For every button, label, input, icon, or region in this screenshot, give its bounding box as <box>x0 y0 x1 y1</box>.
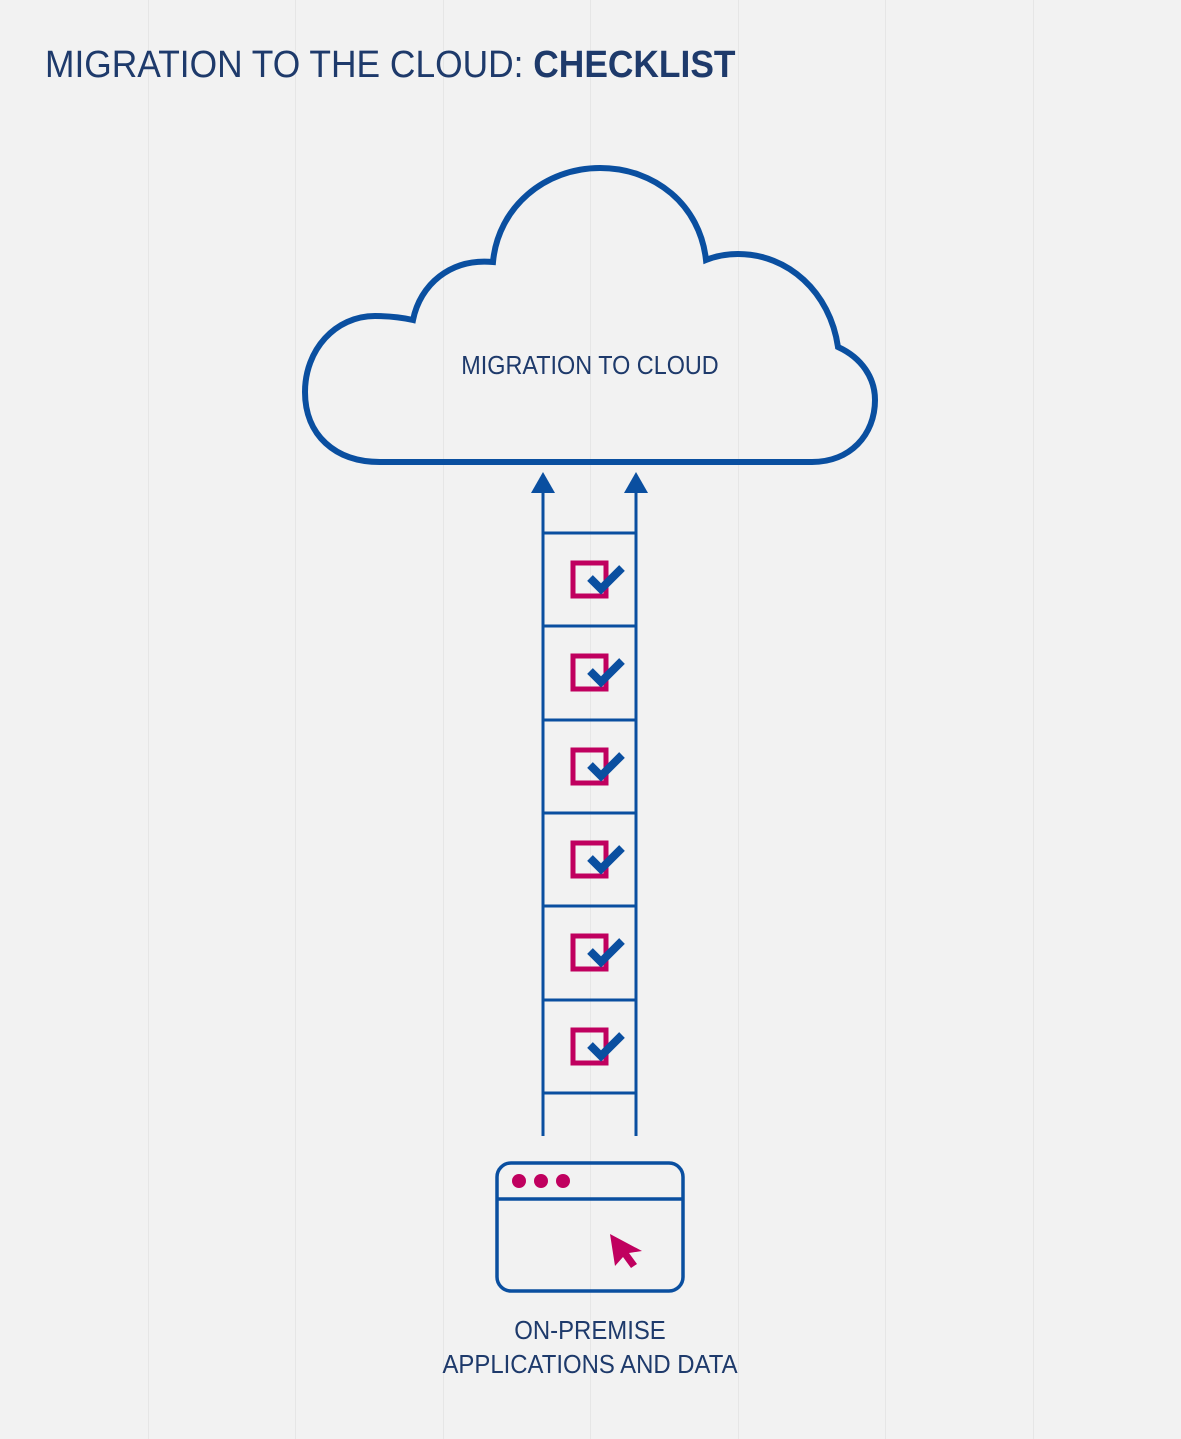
checked-checkbox-icon <box>570 747 625 786</box>
up-arrow-icon <box>624 472 648 493</box>
window-dot-icon <box>556 1174 570 1188</box>
gridline <box>148 0 149 1439</box>
cloud-label: MIGRATION TO CLOUD <box>461 350 719 380</box>
cloud-icon <box>301 164 879 465</box>
checked-checkbox-icon <box>570 840 625 879</box>
gridline <box>443 0 444 1439</box>
gridline <box>738 0 739 1439</box>
window-dot-icon <box>534 1174 548 1188</box>
gridline <box>295 0 296 1439</box>
title-regular: MIGRATION TO THE CLOUD: <box>45 44 534 86</box>
title-bold: CHECKLIST <box>533 44 736 86</box>
page-title: MIGRATION TO THE CLOUD: CHECKLIST <box>45 44 736 87</box>
source-label-line2: APPLICATIONS AND DATA <box>442 1349 738 1379</box>
ladder <box>541 490 638 1136</box>
cursor-arrow-icon <box>610 1234 642 1268</box>
gridline <box>885 0 886 1439</box>
browser-window-icon <box>495 1161 685 1293</box>
gridline <box>1033 0 1034 1439</box>
window-dot-icon <box>512 1174 526 1188</box>
up-arrow-icon <box>531 472 555 493</box>
source-label-line1: ON-PREMISE <box>514 1315 666 1345</box>
source-label: ON-PREMISE APPLICATIONS AND DATA <box>390 1313 790 1381</box>
checked-checkbox-icon <box>570 1027 625 1066</box>
checked-checkbox-icon <box>570 653 625 692</box>
checked-checkbox-icon <box>570 560 625 599</box>
checked-checkbox-icon <box>570 933 625 972</box>
